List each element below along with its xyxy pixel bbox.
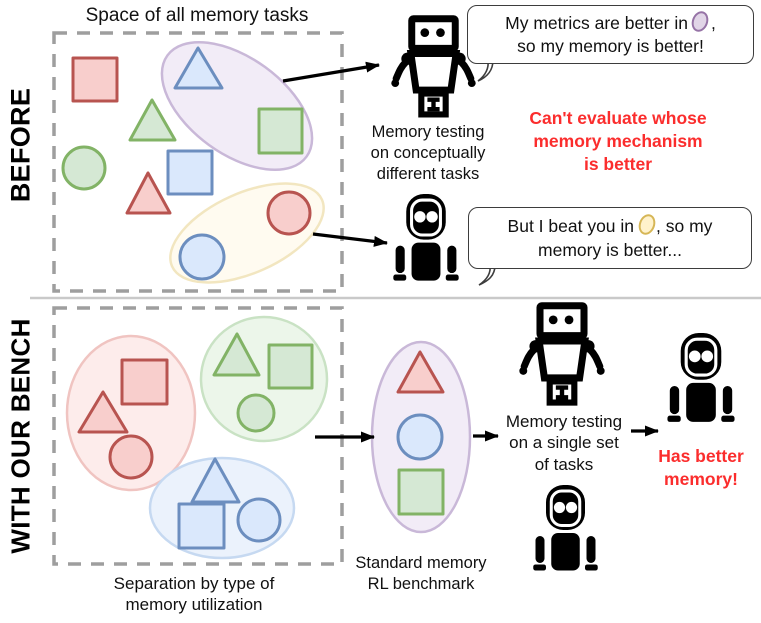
- benchmark-red-triangle: [396, 350, 445, 394]
- before-task-space-box: [52, 31, 344, 293]
- after-panel-label: WITH OUR BENCH: [5, 318, 36, 554]
- green-square: [257, 107, 304, 155]
- blue-square: [166, 149, 214, 196]
- purple-group-oval-icon: [688, 8, 712, 34]
- red-triangle: [125, 171, 172, 215]
- green-cluster-circle: [236, 393, 276, 433]
- red-circle: [266, 190, 312, 236]
- bubble1-line1: My metrics are better in,: [468, 8, 753, 35]
- boxy-robot-icon: [391, 19, 475, 115]
- green-cluster-triangle: [212, 332, 261, 377]
- round-robot-2-icon: [531, 483, 600, 572]
- bubble1-tail: [477, 59, 494, 82]
- red-cluster-square: [120, 358, 169, 406]
- boxy-robot-2-icon: [519, 306, 604, 403]
- after-caption: Memory testing on a single set of tasks: [505, 412, 623, 474]
- before-panel-label: BEFORE: [5, 87, 36, 203]
- bubble2-line2: memory is better...: [538, 239, 682, 260]
- winner-robot-icon: [665, 331, 737, 424]
- task-space-title: Space of all memory tasks: [85, 5, 309, 26]
- green-circle: [61, 145, 107, 191]
- robot1-speech-bubble: My metrics are better in, so my memory i…: [467, 5, 754, 64]
- red-cluster-triangle: [77, 390, 129, 434]
- round-robot-icon: [391, 192, 461, 283]
- verdict-text: Has better memory!: [658, 446, 744, 490]
- before-warning-text: Can't evaluate whose memory mechanism is…: [529, 108, 707, 175]
- green-triangle: [128, 98, 177, 142]
- red-cluster-circle: [108, 434, 154, 480]
- bubble2-line1: But I beat you in, so my: [469, 211, 751, 238]
- after-box-caption: Separation by type of memory utilization: [113, 574, 275, 615]
- robot2-speech-bubble: But I beat you in, so my memory is bette…: [468, 207, 752, 269]
- yellow-group-oval-icon: [635, 211, 659, 238]
- green-cluster-square: [267, 343, 314, 390]
- red-square: [71, 56, 119, 103]
- arrow-purple-to-robot: [282, 61, 380, 83]
- blue-circle: [178, 233, 226, 281]
- blue-cluster-circle: [236, 497, 282, 543]
- benchmark-label: Standard memory RL benchmark: [355, 554, 487, 593]
- blue-cluster-square: [177, 502, 226, 550]
- blue-cluster-triangle: [190, 457, 241, 504]
- benchmark-blue-circle: [396, 413, 444, 461]
- before-caption: Memory testing on conceptually different…: [370, 123, 486, 183]
- benchmark-green-square: [397, 468, 445, 516]
- blue-triangle: [173, 46, 224, 90]
- arrow-yellow-to-robot: [312, 232, 388, 247]
- bubble1-line2: so my memory is better!: [517, 36, 704, 56]
